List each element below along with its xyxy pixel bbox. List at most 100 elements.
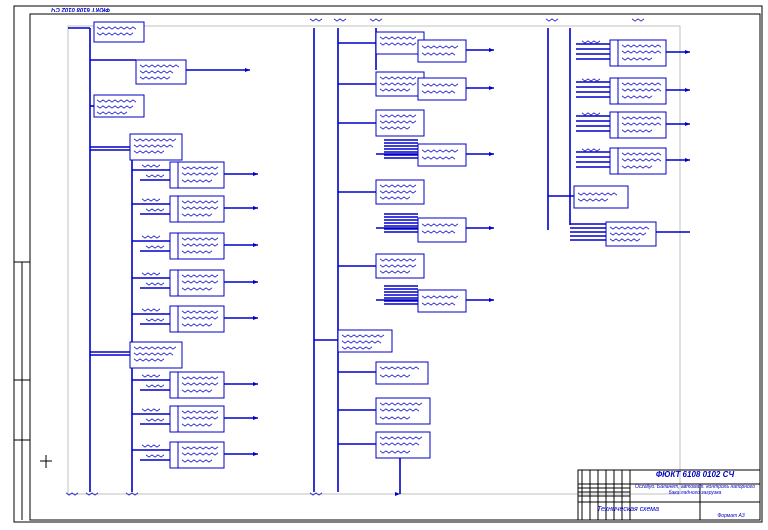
arrow-head (253, 243, 258, 247)
arrow-head (489, 48, 494, 52)
label-scribble (181, 206, 219, 210)
inner-frame (29, 13, 761, 521)
label-scribble (181, 280, 219, 284)
block-pump (375, 397, 431, 425)
signal-wires (68, 27, 690, 496)
label-scribble (379, 42, 417, 46)
title-block-document-name: Техническая схема (597, 506, 659, 513)
label-scribble (96, 99, 137, 103)
pin-column (609, 39, 619, 67)
label-scribble (141, 235, 161, 239)
label-scribble (141, 408, 161, 412)
label-scribble (609, 238, 641, 242)
arrow-head (253, 280, 258, 284)
label-scribble (141, 272, 161, 276)
drawing-area (67, 25, 681, 495)
label-scribble (141, 444, 161, 448)
arrow-head (245, 68, 250, 72)
pin-column (169, 161, 179, 189)
outer-frame (13, 5, 763, 523)
label-scribble (181, 382, 219, 386)
label-scribble (421, 90, 456, 94)
title-block (577, 469, 761, 521)
arrow-head (395, 492, 400, 496)
label-scribble (145, 418, 165, 422)
label-scribble (379, 374, 411, 378)
label-scribble (181, 274, 219, 278)
label-scribble (621, 129, 653, 133)
bus-tag (545, 18, 559, 22)
label-scribble (96, 111, 128, 115)
pin-column (169, 371, 179, 399)
label-scribble (96, 32, 134, 36)
title-block-sheet-format: Формат А3 (717, 513, 745, 519)
center-output-block-2 (417, 77, 467, 101)
arrow-head (685, 88, 690, 92)
label-scribble (181, 410, 219, 414)
label-scribble (181, 376, 219, 380)
block-measure-top (129, 133, 183, 161)
label-scribble (139, 76, 171, 80)
right-block-2 (609, 77, 667, 105)
label-scribble (421, 230, 456, 234)
label-scribble (133, 144, 174, 148)
label-scribble (421, 295, 459, 299)
arrow-head (489, 152, 494, 156)
center-block-1 (375, 31, 425, 55)
label-scribble (181, 243, 219, 247)
label-scribble (421, 149, 459, 153)
label-scribble (181, 250, 213, 254)
arrow-head (253, 316, 258, 320)
pin-column (169, 232, 179, 260)
label-scribble (621, 116, 662, 120)
block-input-signal (93, 21, 145, 43)
label-scribble (379, 270, 411, 274)
label-scribble (145, 282, 165, 286)
label-scribble (133, 352, 174, 356)
label-scribble (341, 334, 385, 338)
bus-tag (65, 492, 79, 496)
label-scribble (139, 64, 180, 68)
label-scribble (421, 156, 456, 160)
arrow-head (253, 172, 258, 176)
label-scribble (141, 198, 161, 202)
label-scribble (141, 308, 161, 312)
rotated-drawing-code: ФЮКТ 6108 0102 СЧ (51, 6, 110, 12)
title-block-description: Oczallyo. Баланет, автомат. контроль нап… (634, 484, 756, 496)
label-scribble (379, 436, 423, 440)
label-scribble (621, 57, 653, 61)
label-scribble (379, 408, 420, 412)
label-scribble (379, 196, 411, 200)
pin-column (169, 269, 179, 297)
pin-column (169, 195, 179, 223)
label-scribble (621, 88, 662, 92)
arrow-head (685, 122, 690, 126)
label-scribble (379, 416, 411, 420)
label-scribble (341, 346, 373, 350)
bus-tag (631, 18, 645, 22)
label-scribble (181, 316, 219, 320)
label-scribble (181, 166, 219, 170)
label-scribble (141, 374, 161, 378)
label-scribble (379, 88, 411, 92)
label-scribble (609, 232, 647, 236)
label-scribble (181, 423, 213, 427)
label-scribble (379, 184, 417, 188)
label-scribble (379, 450, 411, 454)
label-scribble (421, 83, 459, 87)
label-scribble (581, 78, 601, 82)
bus-tag (369, 18, 383, 22)
label-scribble (379, 120, 417, 124)
arrow-head (685, 158, 690, 162)
label-scribble (181, 323, 213, 327)
label-scribble (181, 213, 213, 217)
block-alarm (573, 185, 629, 209)
label-scribble (379, 442, 420, 446)
label-scribble (145, 174, 165, 178)
label-scribble (141, 164, 161, 168)
arrow-head (253, 416, 258, 420)
arrow-head (253, 382, 258, 386)
arrow-head (253, 452, 258, 456)
center-output-block-5 (417, 289, 467, 313)
